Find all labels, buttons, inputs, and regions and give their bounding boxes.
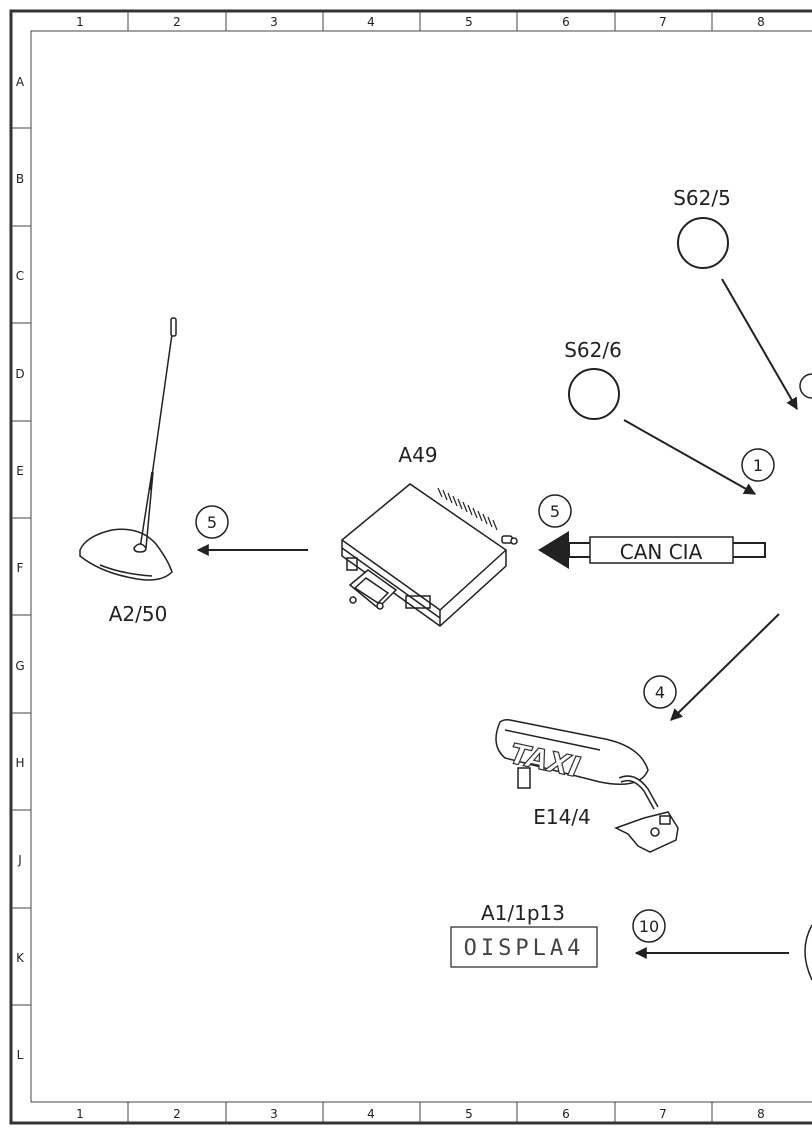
callout-10-text: 10 [639, 917, 659, 936]
row-dividers [11, 127, 31, 1006]
col-label-bottom-3: 3 [270, 1107, 278, 1121]
col-label-bottom-4: 4 [367, 1107, 375, 1121]
a49-control-unit [341, 483, 518, 627]
a2-50-roof-antenna [79, 317, 177, 581]
row-label-c: C [16, 269, 24, 283]
row-label-k: K [16, 951, 25, 965]
row-label-d: D [15, 367, 24, 381]
s62-6-switch-symbol [568, 368, 620, 420]
col-label-bottom-2: 2 [173, 1107, 181, 1121]
col-label-top-1: 1 [76, 15, 84, 29]
inner-frame [30, 30, 812, 1103]
display-readout: OISPLA4 [464, 936, 585, 961]
s62-5-signal-arrow [721, 278, 798, 411]
e14-4-label: E14/4 [533, 805, 591, 829]
can-bus-label-box [589, 536, 734, 564]
row-label-j: J [17, 853, 22, 867]
can-bus-arrowhead [538, 531, 569, 569]
col-label-top-3: 3 [270, 15, 278, 29]
a1-1p13-label: A1/1p13 [481, 901, 565, 925]
a2-50-label: A2/50 [109, 602, 168, 626]
s62-6-signal-arrow [623, 419, 757, 495]
callout-1-text: 1 [753, 456, 763, 475]
s62-5-switch-symbol [677, 217, 729, 269]
col-label-bottom-5: 5 [465, 1107, 473, 1121]
column-dividers [127, 11, 713, 1123]
row-label-e: E [16, 464, 24, 478]
can-cia-bus-arrow: CAN CIA [538, 531, 766, 569]
can-bus-label: CAN CIA [620, 540, 703, 564]
col-label-top-8: 8 [757, 15, 765, 29]
outer-frame [9, 9, 812, 1125]
row-label-a: A [16, 75, 25, 89]
col-label-bottom-1: 1 [76, 1107, 84, 1121]
callout-4 [643, 675, 677, 709]
callout-4-text: 4 [655, 683, 665, 702]
row-label-f: F [17, 561, 24, 575]
a1-1p13-display [450, 926, 598, 968]
callout-5-left-text: 5 [207, 513, 217, 532]
col-label-bottom-8: 8 [757, 1107, 765, 1121]
row-label-l: L [17, 1048, 24, 1062]
col-label-top-4: 4 [367, 15, 375, 29]
callout-10 [632, 909, 666, 943]
e14-4-taxi-roof-sign [495, 719, 679, 853]
row-label-b: B [16, 172, 24, 186]
row-label-h: H [15, 756, 24, 770]
callout-5-right-text: 5 [550, 502, 560, 521]
col-label-bottom-7: 7 [659, 1107, 667, 1121]
partial-component-right [804, 924, 812, 981]
callout-5-left [195, 505, 229, 539]
a49-label: A49 [398, 443, 437, 467]
col-label-top-7: 7 [659, 15, 667, 29]
s62-6-label: S62/6 [564, 338, 622, 362]
col-label-top-5: 5 [465, 15, 473, 29]
col-label-top-2: 2 [173, 15, 181, 29]
callout-partial-right [799, 373, 812, 399]
col-label-bottom-6: 6 [562, 1107, 570, 1121]
callout-5-right [538, 494, 572, 528]
col-label-top-6: 6 [562, 15, 570, 29]
s62-5-label: S62/5 [673, 186, 731, 210]
taxi-sign-arrow [670, 613, 780, 721]
callout-1 [741, 448, 775, 482]
row-label-g: G [15, 659, 24, 673]
